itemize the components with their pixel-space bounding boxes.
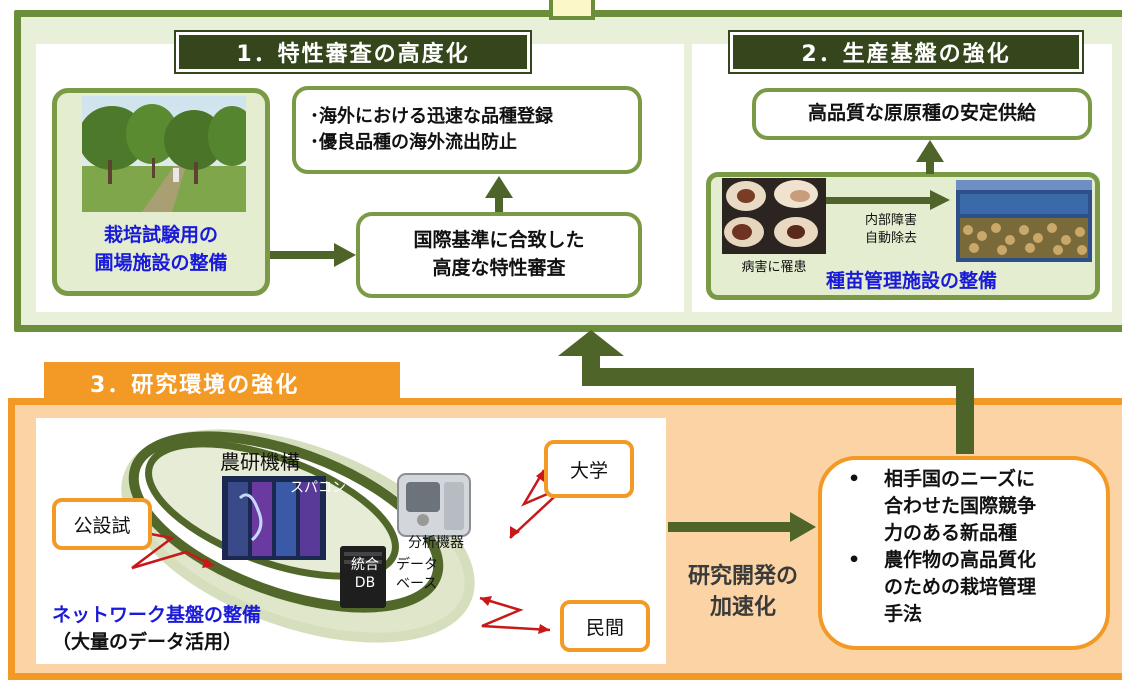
result-list: • 相手国のニーズに 合わせた国際競争 力のある新品種 • 農作物の高品質化 の… [848, 466, 1100, 628]
arrow-facility-to-supply [926, 160, 934, 174]
intl-line1: 国際基準に合致した [413, 229, 585, 252]
arrow-intl-to-overseas-head [485, 176, 513, 198]
supercomputer-icon [222, 476, 326, 560]
arrow-disease-to-machine-head [930, 190, 950, 210]
overseas-line1: ･海外における迅速な品種登録 [310, 105, 553, 127]
result-item-2-line3: 手法 [884, 602, 923, 625]
arrow-intl-to-overseas [495, 196, 503, 212]
result-box [818, 456, 1110, 650]
analysis-label: 分析機器 [408, 535, 464, 551]
result-item-1: • 相手国のニーズに 合わせた国際競争 力のある新品種 [848, 466, 1100, 547]
orchard-label-line2: 圃場施設の整備 [94, 251, 228, 274]
sorting-machine-photo [956, 180, 1092, 262]
public-lab-box: 公設試 [52, 498, 152, 550]
database-label-line1: データ [396, 557, 438, 573]
analysis-instrument-icon [397, 473, 471, 537]
feedback-arrow-stem [582, 350, 600, 386]
disease-caption: 病害に罹患 [741, 260, 807, 275]
feedback-arrow-head [558, 330, 624, 356]
section3-title: 3．研究環境の強化 [44, 362, 400, 404]
result-item-2-line2: のための栽培管理 [884, 575, 1037, 598]
accel-arrow [668, 512, 816, 542]
db-label-line1: 統合 [351, 557, 379, 573]
orchard-photo [82, 96, 246, 212]
result-item-1-line3: 力のある新品種 [884, 521, 1018, 544]
orchard-label: 栽培試験用の 圃場施設の整備 [58, 222, 264, 277]
feedback-arrow-vertical [956, 368, 974, 454]
supercomputer-label: スパコン [290, 480, 346, 496]
accel-label-line1: 研究開発の [687, 564, 798, 589]
database-label: データ ベース [396, 556, 438, 594]
orchard-label-line1: 栽培試験用の [103, 224, 218, 246]
overseas-box: ･海外における迅速な品種登録 ･優良品種の海外流出防止 [292, 86, 642, 174]
arrow-orchard-to-intl [270, 251, 336, 259]
auto-removal-line2: 自動除去 [864, 231, 917, 247]
arrow-facility-to-supply-head [916, 140, 944, 162]
result-item-1-line1: 相手国のニーズに [884, 468, 1036, 490]
link-public-lab [131, 530, 215, 570]
link-private [479, 596, 551, 632]
private-box: 民間 [560, 600, 650, 652]
db-label: 統合 DB [342, 556, 388, 592]
database-label-line2: ベース [396, 575, 438, 592]
arrow-disease-to-machine [826, 197, 934, 204]
auto-removal-line1: 内部障害 [864, 213, 917, 228]
result-item-1-line2: 合わせた国際競争 [884, 494, 1037, 517]
network-label: ネットワーク基盤の整備 （大量のデータ活用） [52, 602, 261, 655]
feedback-arrow-horizontal [582, 368, 974, 386]
supply-box: 高品質な原原種の安定供給 [752, 88, 1092, 140]
accel-label-line2: 加速化 [709, 594, 776, 620]
section1-title: 1．特性審査の高度化 [176, 32, 530, 72]
top-connector [549, 0, 595, 20]
overseas-line2: ･優良品種の海外流出防止 [310, 132, 517, 153]
network-diagram [121, 429, 567, 643]
db-label-line2: DB [354, 575, 376, 592]
result-bullet-1: • [848, 468, 861, 490]
link-university [509, 469, 567, 539]
section2-title: 2．生産基盤の強化 [730, 32, 1082, 72]
intl-line2: 高度な特性審査 [432, 257, 566, 279]
university-box: 大学 [544, 440, 634, 498]
network-label-line1: ネットワーク基盤の整備 [52, 604, 262, 626]
result-item-2: • 農作物の高品質化 のための栽培管理 手法 [848, 547, 1100, 628]
auto-removal-caption: 内部障害 自動除去 [826, 212, 956, 248]
facility-label: 種苗管理施設の整備 [826, 270, 998, 292]
intl-standard-box: 国際基準に合致した 高度な特性審査 [356, 212, 642, 298]
db-server-icon [340, 546, 386, 608]
arrow-orchard-to-intl-head [334, 243, 356, 267]
disease-photo [722, 178, 826, 254]
accel-label: 研究開発の 加速化 [676, 562, 810, 624]
result-item-2-line1: 農作物の高品質化 [884, 548, 1037, 571]
network-label-line2: （大量のデータ活用） [52, 630, 243, 653]
result-bullet-2: • [848, 548, 861, 571]
naro-label: 農研機構 [220, 450, 300, 474]
